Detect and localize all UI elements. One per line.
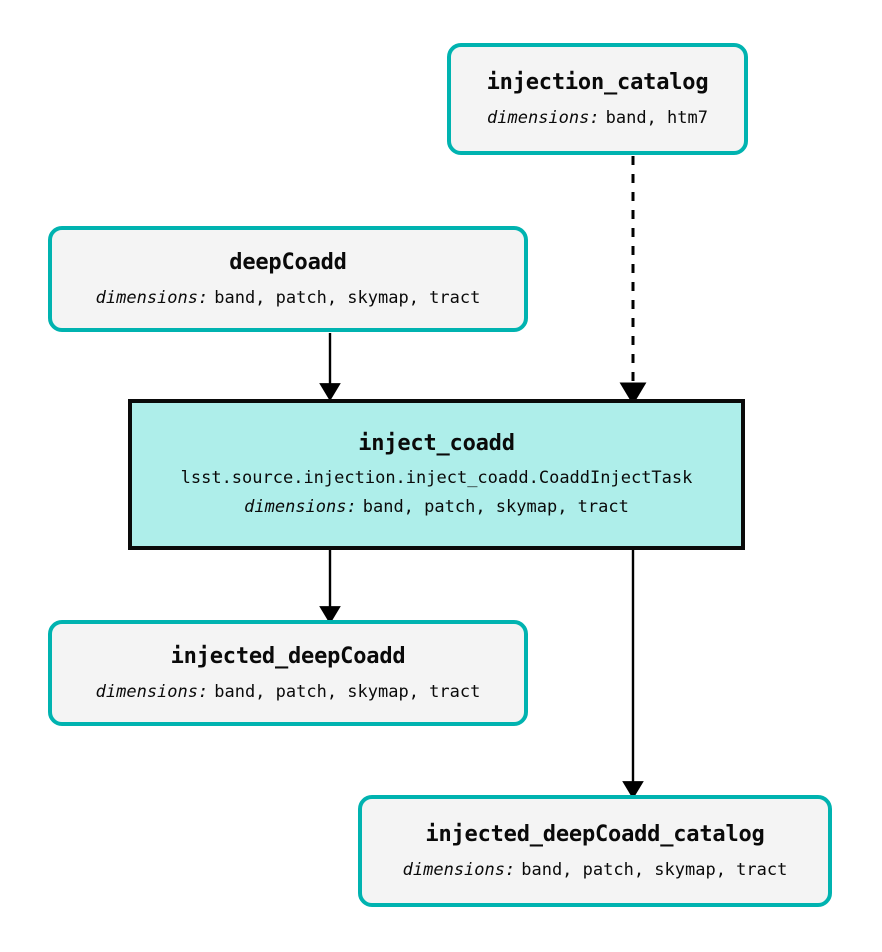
node-dimensions: dimensions:band, htm7 (487, 108, 708, 128)
node-title: inject_coadd (358, 431, 515, 457)
node-dimensions: dimensions:band, patch, skymap, tract (403, 860, 788, 880)
dimensions-label: dimensions: (487, 107, 600, 128)
node-injected-deepcoadd[interactable]: injected_deepCoadd dimensions:band, patc… (48, 620, 528, 726)
node-title: injection_catalog (486, 69, 709, 95)
node-injected-deepcoadd-catalog[interactable]: injected_deepCoadd_catalog dimensions:ba… (358, 795, 832, 907)
node-class-path: lsst.source.injection.inject_coadd.Coadd… (180, 467, 693, 488)
dimensions-value: band, patch, skymap, tract (214, 681, 481, 702)
dimensions-value: band, htm7 (605, 107, 708, 128)
dimensions-value: band, patch, skymap, tract (521, 859, 788, 880)
node-title: injected_deepCoadd_catalog (425, 821, 765, 847)
node-dimensions: dimensions:band, patch, skymap, tract (96, 682, 481, 702)
dimensions-label: dimensions: (95, 681, 209, 702)
dimensions-value: band, patch, skymap, tract (362, 497, 629, 518)
dimensions-value: band, patch, skymap, tract (214, 287, 481, 308)
node-dimensions: dimensions:band, patch, skymap, tract (96, 288, 481, 308)
dimensions-label: dimensions: (244, 497, 357, 518)
dimensions-label: dimensions: (402, 859, 516, 880)
node-title: injected_deepCoadd (170, 643, 406, 669)
node-dimensions: dimensions:band, patch, skymap, tract (244, 497, 629, 517)
node-deepcoadd[interactable]: deepCoadd dimensions:band, patch, skymap… (48, 226, 528, 332)
dimensions-label: dimensions: (95, 287, 209, 308)
node-inject-coadd[interactable]: inject_coadd lsst.source.injection.injec… (128, 399, 745, 550)
node-title: deepCoadd (229, 249, 347, 275)
node-injection-catalog[interactable]: injection_catalog dimensions:band, htm7 (447, 43, 748, 155)
